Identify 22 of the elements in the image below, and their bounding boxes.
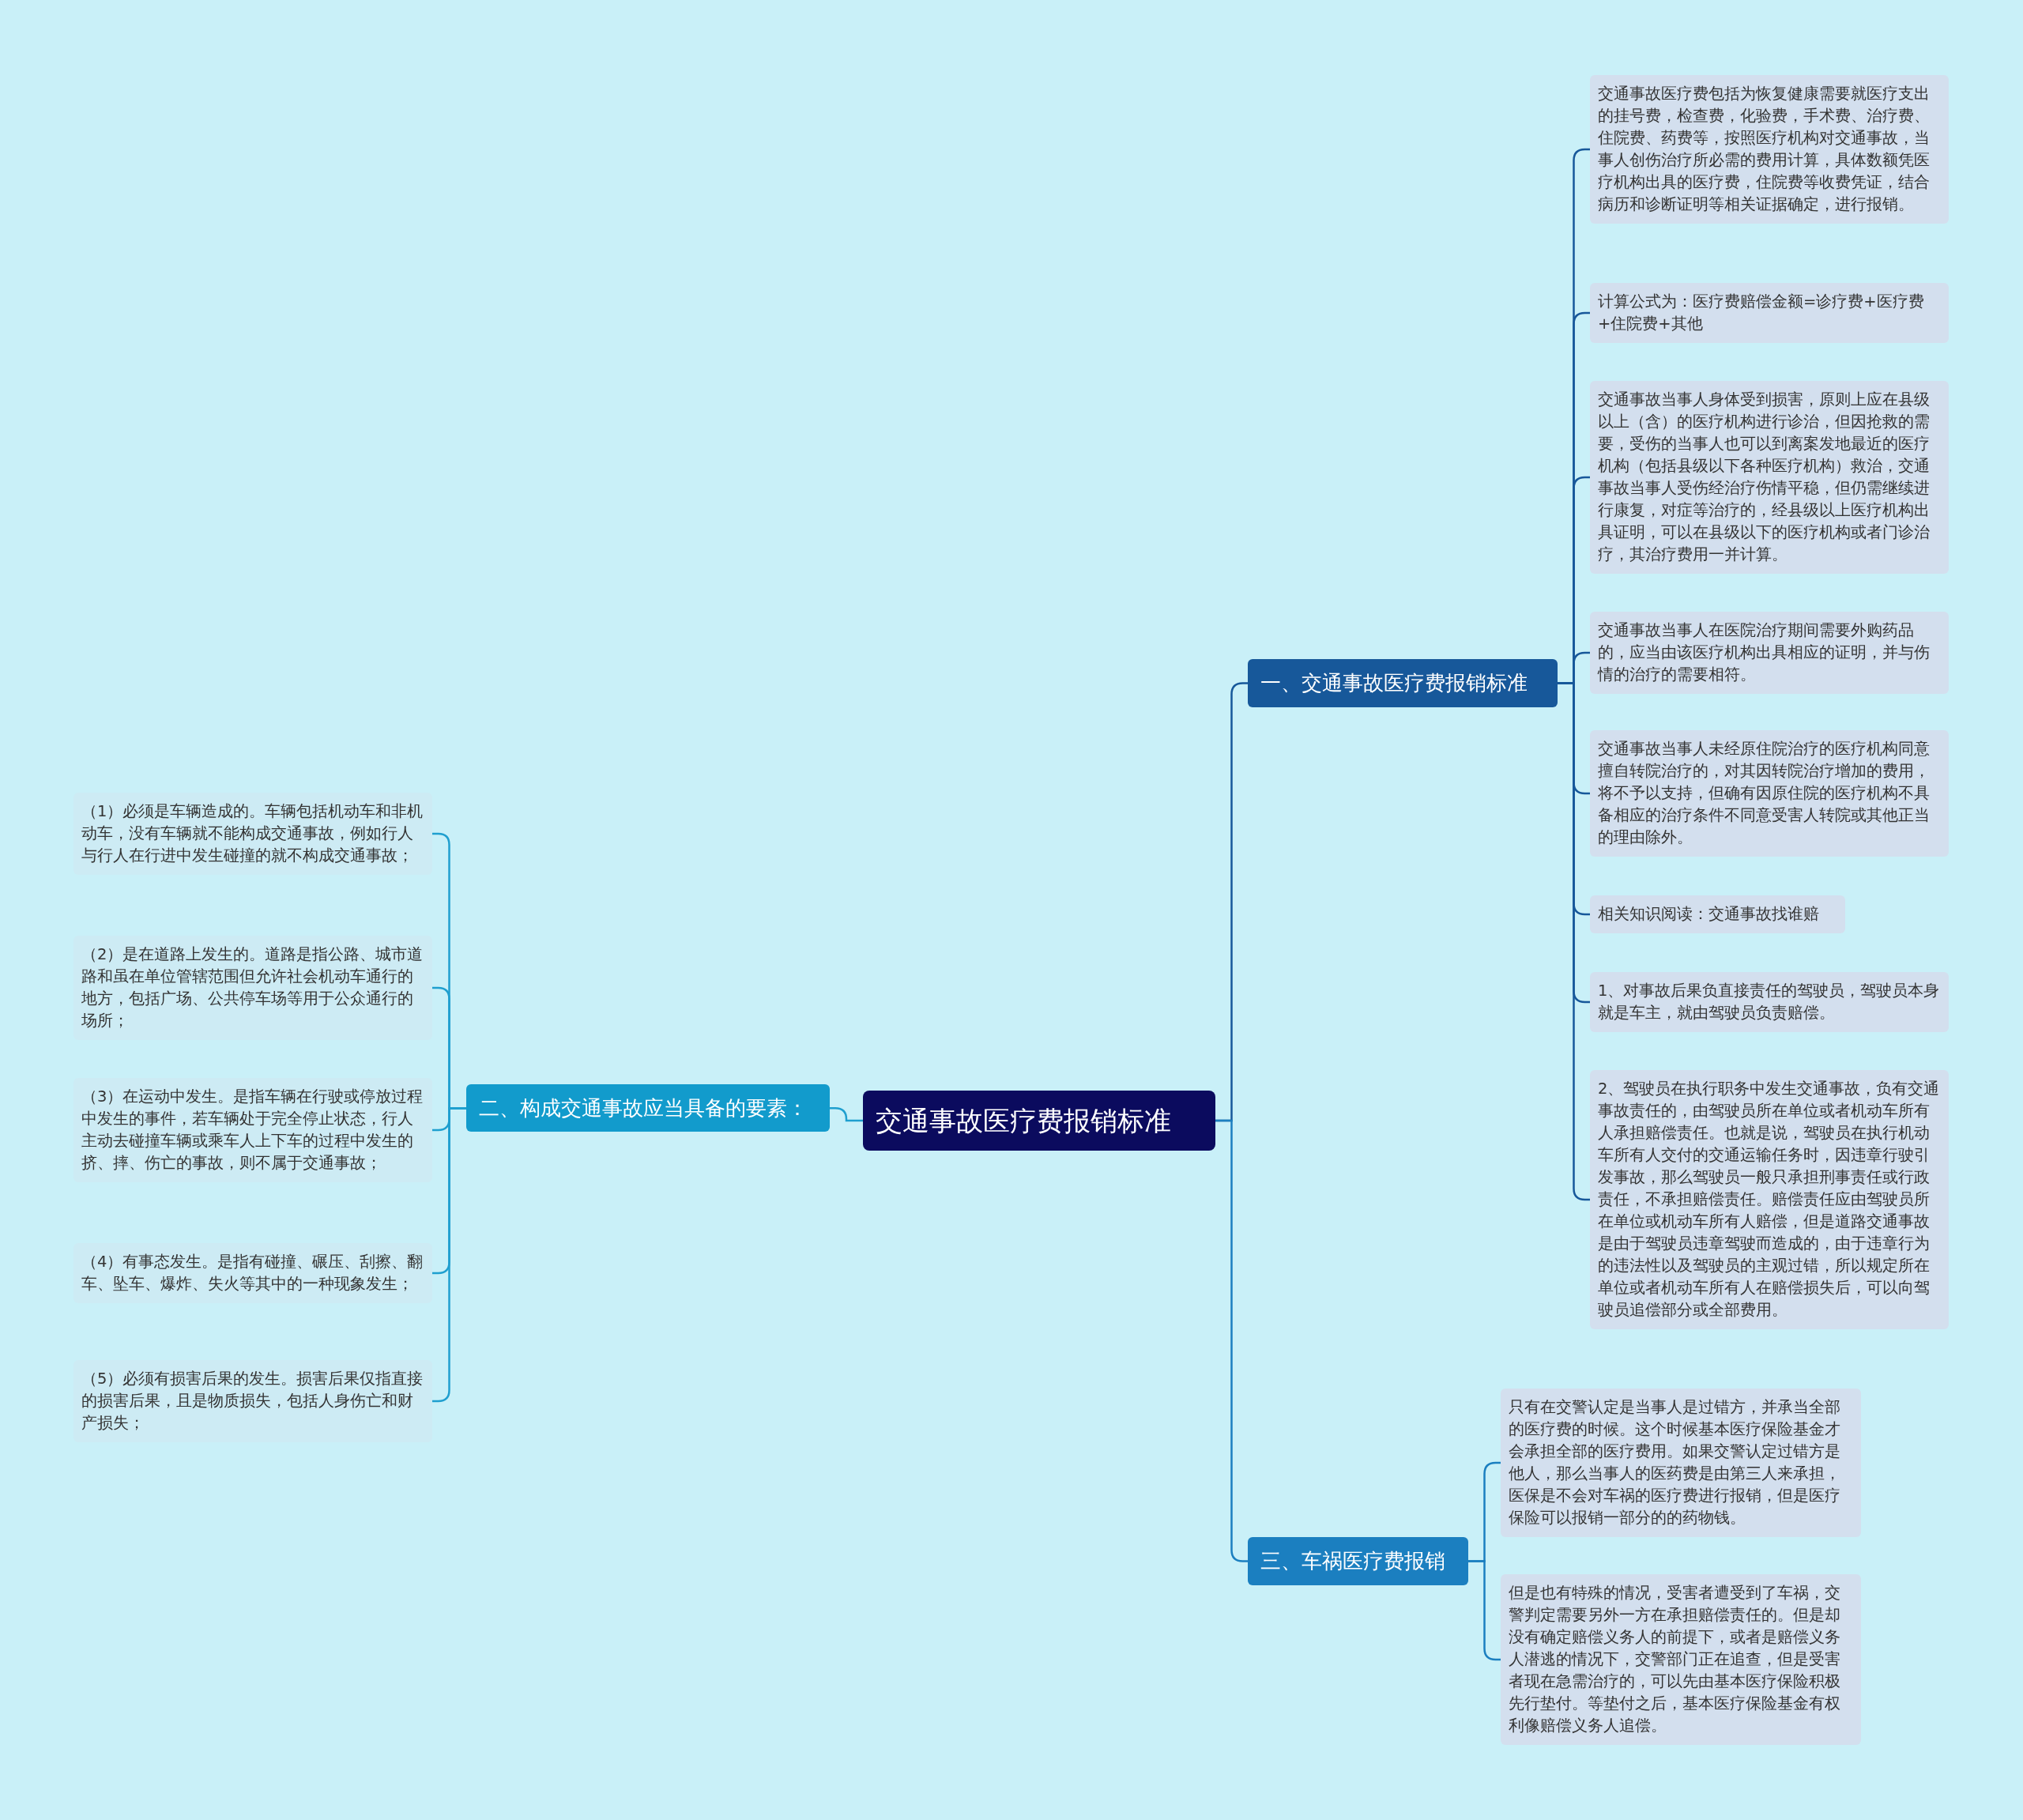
note-box: 但是也有特殊的情况，受害者遭受到了车祸，交警判定需要另外一方在承担赔偿责任的。但是却没有确定赔偿义务人的前提下，或者是赔偿义务人潜逃的情况下，交警部门正在追查，但是受害者现在急需治疗的，可以先由基本医疗保险积极先行垫付。等垫付之后，基本医疗保险基金有权利像赔偿义务人追偿。 xyxy=(1501,1574,1861,1745)
note-box: 1、对事故后果负直接责任的驾驶员，驾驶员本身就是车主，就由驾驶员负责赔偿。 xyxy=(1590,972,1949,1032)
connector-line xyxy=(432,1106,466,1403)
note-box: （4）有事态发生。是指有碰撞、碾压、刮擦、翻车、坠车、爆炸、失火等其中的一种现象发生； xyxy=(73,1243,432,1303)
branch-topic: 三、车祸医疗费报销 xyxy=(1248,1537,1468,1586)
branch-topic: 一、交通事故医疗费报销标准 xyxy=(1248,659,1558,708)
connector-line xyxy=(830,1106,863,1122)
note-box: 相关知识阅读：交通事故找谁赔 xyxy=(1590,895,1845,933)
note-box: 交通事故当事人身体受到损害，原则上应在县级以上（含）的医疗机构进行诊治，但因抢救的需要，受伤的当事人也可以到离案发地最近的医疗机构（包括县级以下各种医疗机构）救治，交通事故当事人受伤经治疗伤情平稳，但仍需继续进行康复，对症等治疗的，经县级以上医疗机构出具证明，可以在县级以下的医疗机构或者门诊治疗，其治疗费用一并计算。 xyxy=(1590,381,1949,574)
note-box: 只有在交警认定是当事人是过错方，并承当全部的医疗费的时候。这个时候基本医疗保险基金才会承担全部的医疗费用。如果交警认定过错方是他人，那么当事人的医药费是由第三人来承担，医保是不会对车祸的医疗费进行报销，但是医疗保险可以报销一部分的的药物钱。 xyxy=(1501,1389,1861,1537)
central-topic: 交通事故医疗费报销标准 xyxy=(863,1091,1215,1151)
connector-line xyxy=(1468,1560,1501,1661)
note-box: 交通事故当事人未经原住院治疗的医疗机构同意擅自转院治疗的，对其因转院治疗增加的费用，将不予以支持，但确有因原住院的医疗机构不具备相应的治疗条件不同意受害人转院或其他正当的理由除外。 xyxy=(1590,730,1949,857)
branch-topic: 二、构成交通事故应当具备的要素： xyxy=(466,1084,830,1132)
note-box: 计算公式为：医疗费赔偿金额=诊疗费+医疗费+住院费+其他 xyxy=(1590,283,1949,343)
note-box: （3）在运动中发生。是指车辆在行驶或停放过程中发生的事件，若车辆处于完全停止状态，行人主动去碰撞车辆或乘车人上下车的过程中发生的挤、摔、伤亡的事故，则不属于交通事故； xyxy=(73,1078,432,1182)
note-box: （5）必须有损害后果的发生。损害后果仅指直接的损害后果，且是物质损失，包括人身伤亡和财产损失； xyxy=(73,1360,432,1442)
note-box: （2）是在道路上发生的。道路是指公路、城市道路和虽在单位管辖范围但允许社会机动车通行的地方，包括广场、公共停车场等用于公众通行的场所； xyxy=(73,936,432,1040)
note-box: 2、驾驶员在执行职务中发生交通事故，负有交通事故责任的，由驾驶员所在单位或者机动车所有人承担赔偿责任。也就是说，驾驶员在执行机动车所有人交付的交通运输任务时，因违章行驶引发事故，那么驾驶员一般只承担刑事责任或行政责任，不承担赔偿责任。赔偿责任应由驾驶员所在单位或机动车所有人赔偿，但是道路交通事故是由于驾驶员违章驾驶而造成的，由于违章行为的违法性以及驾驶员的主观过错，所以规定所在单位或者机动车所有人在赔偿损失后，可以向驾驶员追偿部分或全部费用。 xyxy=(1590,1070,1949,1329)
note-box: 交通事故当事人在医院治疗期间需要外购药品的，应当由该医疗机构出具相应的证明，并与伤情的治疗的需要相符。 xyxy=(1590,612,1949,694)
note-box: 交通事故医疗费包括为恢复健康需要就医疗支出的挂号费，检查费，化验费，手术费、治疗费、住院费、药费等，按照医疗机构对交通事故，当事人创伤治疗所必需的费用计算，具体数额凭医疗机构出具的医疗费，住院费等收费凭证，结合病历和诊断证明等相关证据确定，进行报销。 xyxy=(1590,75,1949,224)
note-box: （1）必须是车辆造成的。车辆包括机动车和非机动车，没有车辆就不能构成交通事故，例如行人与行人在行进中发生碰撞的就不构成交通事故； xyxy=(73,793,432,875)
